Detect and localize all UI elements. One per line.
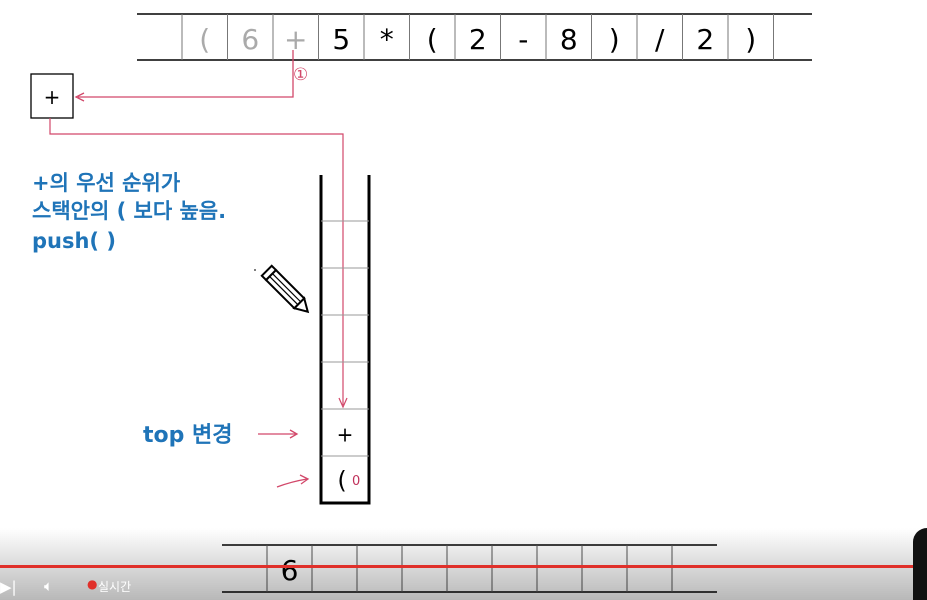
expression-token: / [655, 23, 665, 56]
live-dot-icon: ● [87, 577, 98, 591]
push-path-arrow [49, 118, 348, 409]
expression-token: 8 [560, 23, 578, 56]
stray-dot [254, 269, 256, 271]
expression-token: ) [745, 23, 756, 56]
stack-item: + [337, 423, 354, 447]
output-tape: 6 [222, 544, 717, 593]
expression-tape: (6+5*(2-8)/2) [137, 13, 812, 61]
annotation-line-2: 스택안의 ( 보다 높음. [32, 199, 226, 223]
expression-token: ( [199, 23, 210, 56]
stack-bottom-mark: 0 [352, 474, 360, 489]
expression-token: 6 [241, 23, 259, 56]
annotation-line-3: push( ) [32, 229, 116, 253]
current-token-box: + [30, 73, 74, 119]
pencil-cursor-icon [260, 264, 310, 314]
presenter-silhouette [913, 528, 927, 600]
top-pointer: top 변경 [143, 423, 299, 448]
skip-next-icon[interactable]: ▶| [0, 578, 17, 596]
expression-token: ) [609, 23, 620, 56]
expression-token: 2 [469, 23, 487, 56]
stack-container: ( +0 [319, 175, 371, 505]
expression-token: * [380, 23, 394, 56]
expression-token: 5 [332, 23, 350, 56]
expression-token: + [284, 23, 307, 56]
top-label: top 변경 [143, 423, 233, 448]
stack-item: ( [337, 467, 346, 495]
annotation: +의 우선 순위가 스택안의 ( 보다 높음. push( ) [32, 171, 226, 253]
volume-icon[interactable]: 🔈︎ [44, 577, 54, 595]
old-top-pointer [276, 474, 310, 488]
expression-token: - [518, 23, 528, 56]
step-marker: ① [293, 65, 308, 85]
expression-token: ( [427, 23, 438, 56]
live-label[interactable]: 실시간 [98, 580, 132, 594]
progress-bar[interactable] [0, 565, 927, 568]
output-token: 6 [281, 554, 299, 587]
current-token-text: + [44, 85, 61, 109]
pick-token-arrow: ① [74, 50, 308, 102]
annotation-line-1: +의 우선 순위가 [32, 171, 181, 195]
video-controls: ▶| 🔈︎ ● 실시간 [0, 572, 927, 600]
expression-token: 2 [696, 23, 714, 56]
